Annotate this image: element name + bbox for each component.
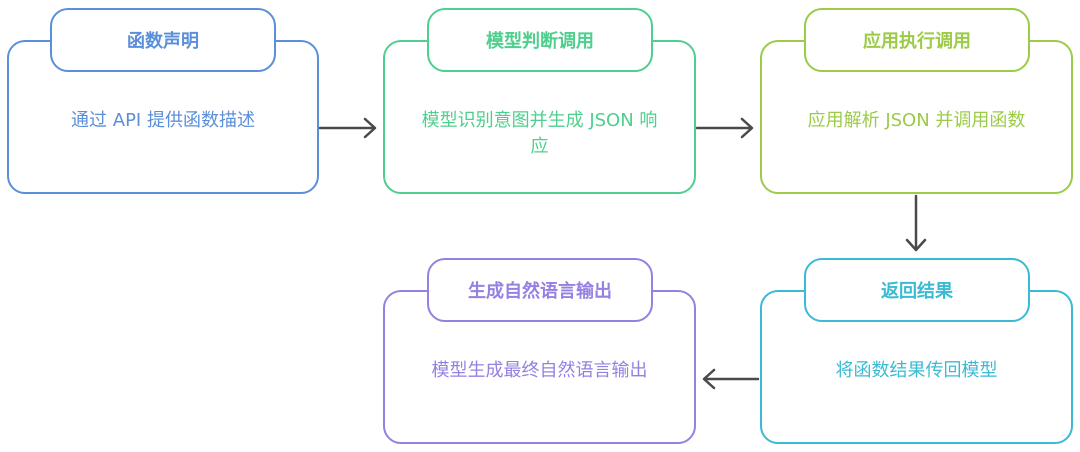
- step-description: 应用解析 JSON 并调用函数: [807, 110, 1026, 131]
- step-description: 通过 API 提供函数描述: [71, 110, 255, 131]
- arrow-step1-to-step2: [318, 117, 377, 139]
- step-title-function-declaration: 函数声明: [50, 8, 276, 72]
- arrow-step2-to-step3: [695, 117, 754, 139]
- step-description: 将函数结果传回模型: [835, 360, 998, 381]
- step-description: 模型识别意图并生成 JSON 响应: [421, 110, 658, 157]
- step-title-app-executes-call: 应用执行调用: [804, 8, 1030, 72]
- step-description: 模型生成最终自然语言输出: [431, 360, 648, 381]
- step-title-generate-natural-language: 生成自然语言输出: [427, 258, 653, 322]
- step-title-return-result: 返回结果: [804, 258, 1030, 322]
- arrow-step4-to-step5: [702, 368, 760, 390]
- step-title-model-decides-call: 模型判断调用: [427, 8, 653, 72]
- arrow-step3-to-step4: [905, 194, 927, 252]
